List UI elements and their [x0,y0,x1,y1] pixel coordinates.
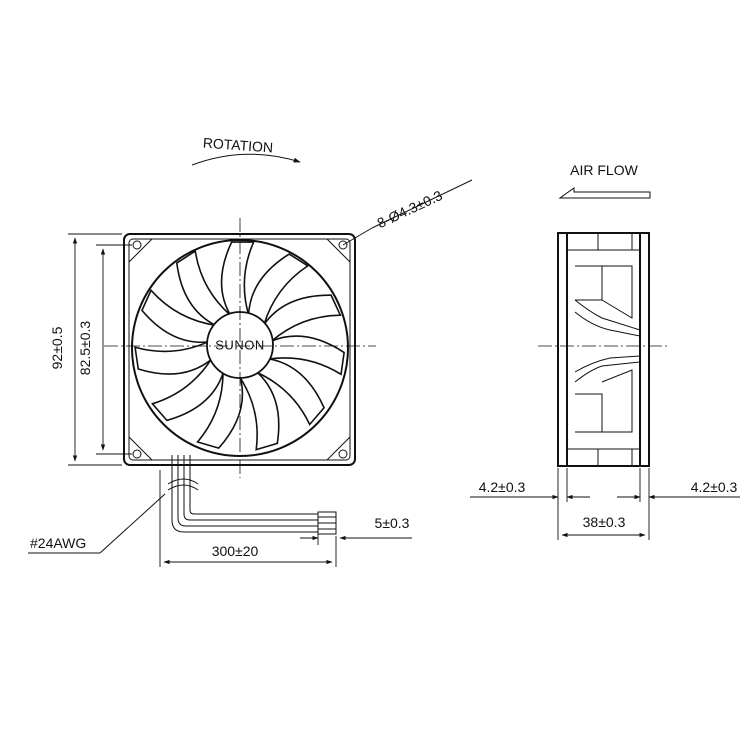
rotation-label: ROTATION [202,135,273,156]
strip-length-dimension: 5±0.3 [375,515,410,531]
lead-wires [167,455,337,535]
fan-frame-outline [123,233,356,466]
fan-blade [238,371,280,451]
lower-strut [575,393,603,433]
hole-pitch-dimension: 82.5±0.3 [77,321,93,376]
corner-mounting-holes [128,238,351,461]
outer-size-dimension: 92±0.5 [49,326,65,369]
fan-frame-inner [128,238,351,461]
mount-hole-br [338,449,348,459]
fan-blade [151,357,225,422]
brand-label: SUNON [215,337,264,352]
fan-blade [220,241,255,317]
fan-blade [175,249,233,327]
rotation-arrow [191,153,301,166]
flange-left-dimension: 4.2±0.3 [479,479,526,495]
mount-hole-tr [338,240,348,250]
front-view: ROTATION SUNON 8-Ø4.3±0.3 [28,135,473,567]
fan-blade [255,357,325,426]
upper-strut [575,265,603,301]
wire-gauge-label: #24AWG [30,535,86,551]
mount-hole-tl [132,240,142,250]
flange-right-dimension: 4.2±0.3 [691,479,738,495]
side-view: AIR FLOW 4.2±0.3 4.2±0.3 [470,162,740,540]
fan-blade [247,253,310,327]
holes-leader [342,227,373,246]
lead-length-dimension: 300±20 [212,543,259,559]
fan-blade [196,371,244,450]
thickness-dimension: 38±0.3 [583,514,626,530]
fan-blade [141,288,218,344]
rear-flange [639,232,650,467]
air-flow-arrow [558,187,651,199]
fan-blade [134,340,213,375]
fan-blade [262,294,342,343]
mount-hole-bl [132,449,142,459]
front-flange [557,232,568,467]
air-flow-label: AIR FLOW [570,162,638,178]
wire-gauge-leader [99,493,166,554]
holes-dimension: 8-Ø4.3±0.3 [374,187,444,231]
